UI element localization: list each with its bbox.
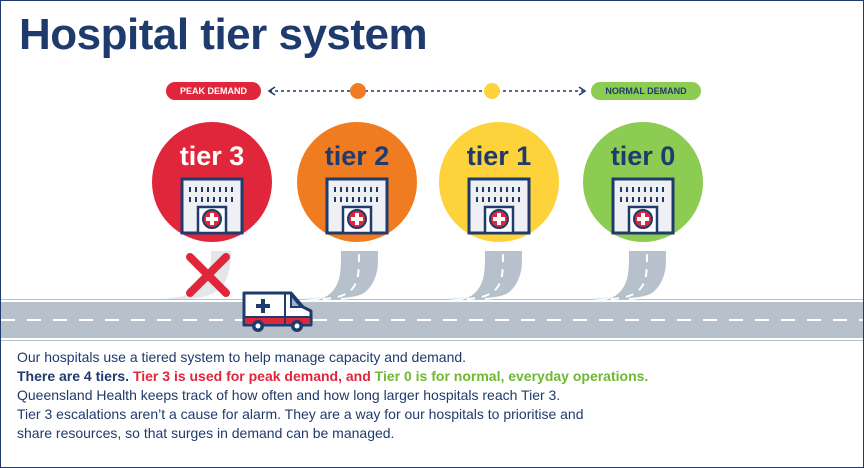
- red-x-icon: [186, 253, 230, 297]
- page-title: Hospital tier system: [19, 10, 428, 59]
- tier0-label: tier 0: [610, 141, 676, 171]
- scale-dot-yellow: [484, 83, 500, 99]
- tier0-normal-text: Tier 0 is for normal, everyday operation…: [374, 368, 649, 384]
- hospital-building-icon: [325, 177, 389, 235]
- tier3-faded-road: [151, 251, 231, 299]
- normal-demand-label: NORMAL DEMAND: [591, 82, 701, 100]
- hospital-building-icon: [467, 177, 531, 235]
- description-line-2: There are 4 tiers. Tier 3 is used for pe…: [17, 367, 857, 386]
- hospital-building-icon: [180, 177, 244, 235]
- tier3-peak-text: Tier 3 is used for peak demand, and: [132, 368, 375, 384]
- ambulance-icon: [242, 291, 313, 332]
- peak-demand-label: PEAK DEMAND: [166, 82, 261, 100]
- branch-road-tier0: [589, 250, 668, 302]
- description-text: Our hospitals use a tiered system to hel…: [17, 348, 857, 443]
- description-line-1: Our hospitals use a tiered system to hel…: [17, 349, 467, 365]
- tier3-label: tier 3: [179, 141, 245, 171]
- branch-road-tier1: [445, 250, 524, 302]
- hospital-building-icon: [611, 177, 675, 235]
- tier2-label: tier 2: [324, 141, 390, 171]
- tier1-label: tier 1: [466, 141, 532, 171]
- description-line-3: Queensland Health keeps track of how oft…: [17, 387, 561, 403]
- description-line-4: Tier 3 escalations aren’t a cause for al…: [17, 406, 584, 422]
- branch-road-tier2: [301, 250, 380, 302]
- demand-scale-arrow: [267, 83, 587, 99]
- scale-dot-orange: [350, 83, 366, 99]
- tiers-count-text: There are 4 tiers.: [17, 368, 133, 384]
- description-line-5: share resources, so that surges in deman…: [17, 425, 395, 441]
